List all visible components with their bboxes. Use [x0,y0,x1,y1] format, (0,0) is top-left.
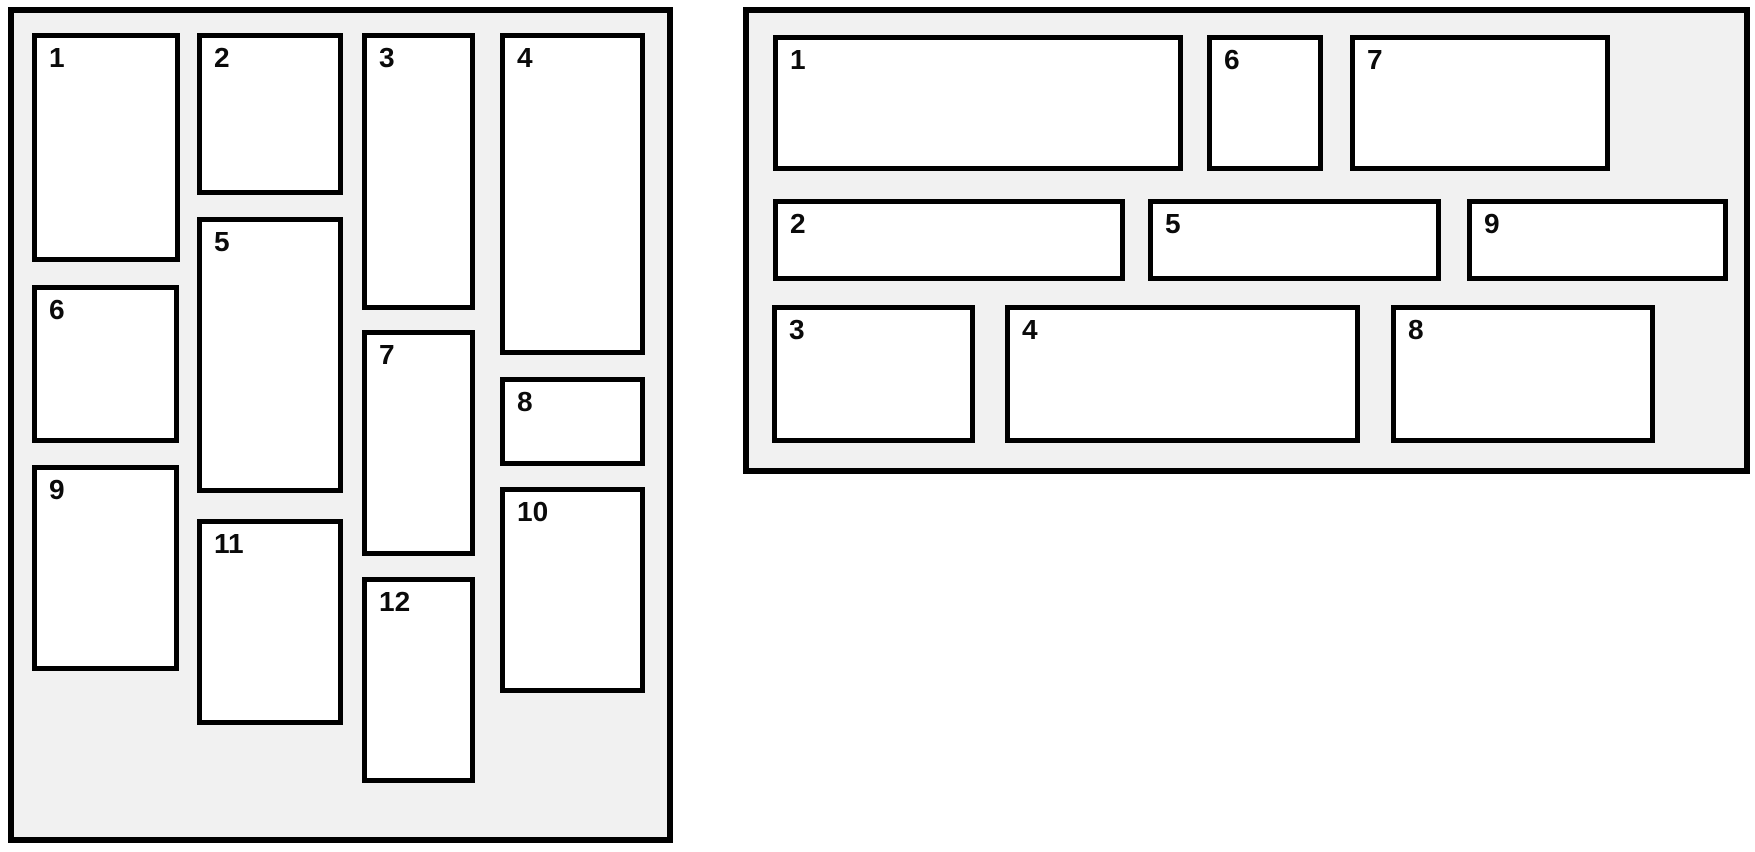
layout-box: 2 [197,33,343,195]
layout-box: 8 [500,377,645,466]
box-number-label: 11 [214,528,244,559]
layout-box: 10 [500,487,645,693]
layout-box: 5 [1148,199,1441,281]
layout-box: 7 [1350,35,1610,171]
layout-box: 1 [32,33,180,262]
layout-box: 3 [362,33,475,310]
box-number-label: 1 [790,44,806,75]
box-number-label: 3 [789,314,805,345]
box-number-label: 1 [49,42,65,73]
layout-box: 12 [362,577,475,783]
layout-box: 11 [197,519,343,725]
layout-box: 6 [1207,35,1323,171]
box-number-label: 2 [790,208,806,239]
layout-box: 8 [1391,305,1655,443]
box-number-label: 7 [379,339,395,370]
layout-box: 6 [32,285,179,443]
box-number-label: 3 [379,42,395,73]
box-number-label: 9 [1484,208,1500,239]
box-number-label: 7 [1367,44,1383,75]
layout-box: 9 [32,465,179,671]
layout-box: 4 [1005,305,1360,443]
layout-box: 4 [500,33,645,355]
box-number-label: 6 [1224,44,1240,75]
box-number-label: 8 [517,386,533,417]
layout-box: 9 [1467,199,1728,281]
layout-box: 5 [197,217,343,493]
box-number-label: 4 [517,42,533,73]
box-number-label: 2 [214,42,230,73]
layout-box: 7 [362,330,475,556]
box-number-label: 10 [517,496,549,527]
box-number-label: 5 [1165,208,1181,239]
layout-box: 1 [773,35,1183,171]
layout-box: 3 [772,305,975,443]
layout-box: 2 [773,199,1125,281]
box-number-label: 12 [379,586,411,617]
box-number-label: 6 [49,294,65,325]
horizontal-masonry-panel: 1 6 7 2 5 9 3 4 8 [743,7,1750,474]
box-number-label: 5 [214,226,230,257]
box-number-label: 9 [49,474,65,505]
box-number-label: 4 [1022,314,1038,345]
box-number-label: 8 [1408,314,1424,345]
